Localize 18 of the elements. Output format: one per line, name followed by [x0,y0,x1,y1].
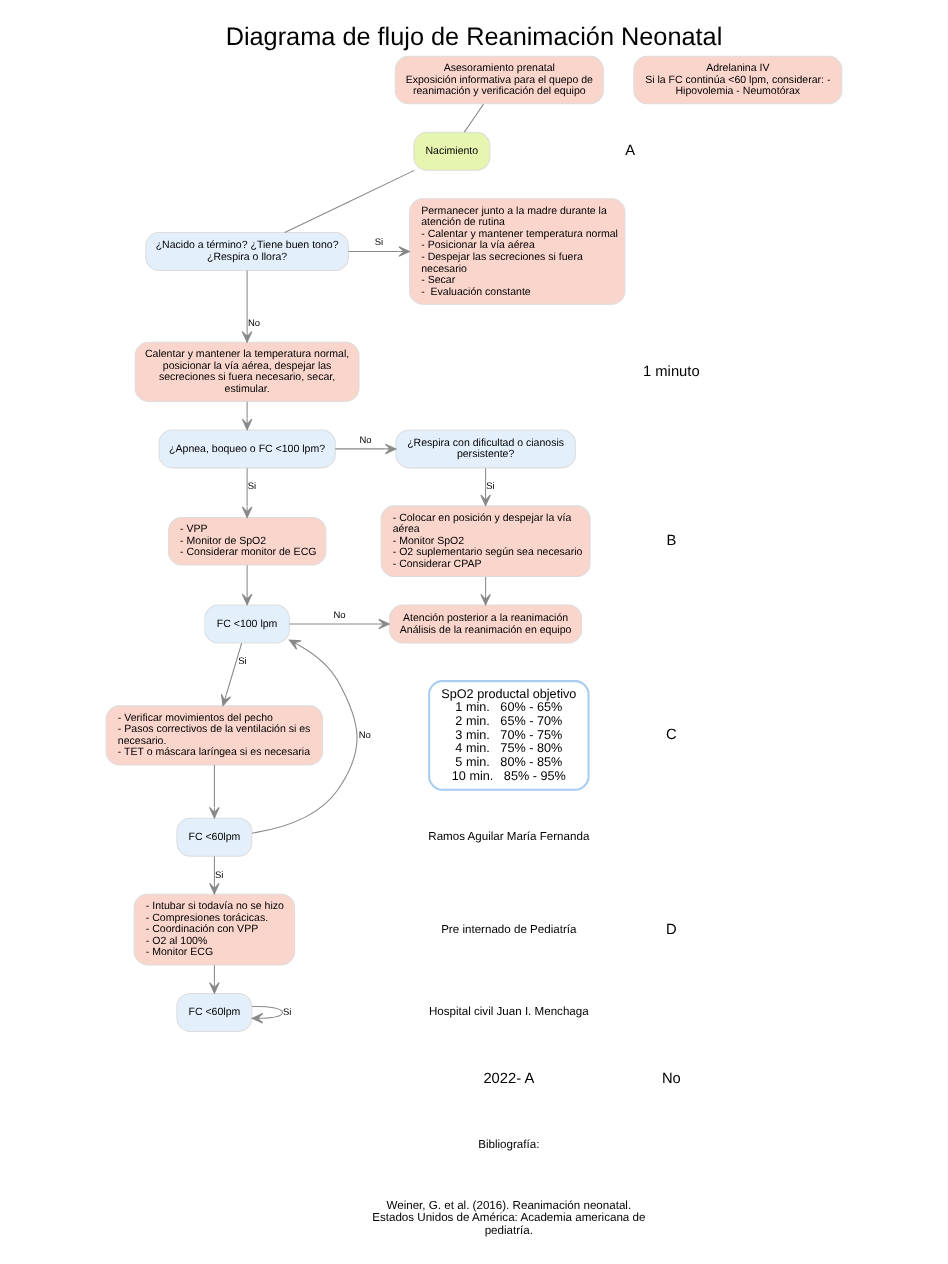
arrow [334,443,397,455]
arrow [209,764,220,819]
arrow [241,401,253,431]
arrow [241,564,253,606]
arrow [288,618,390,630]
arrow [480,576,491,606]
arrow [209,964,220,994]
arrow [241,467,253,518]
arrow [251,639,358,834]
connector [284,169,415,233]
arrow [220,642,243,707]
arrow [251,1006,283,1024]
connector [463,103,485,133]
arrow [347,246,410,257]
arrow [241,270,253,343]
arrow [209,856,220,895]
diagram-title: Diagrama de flujo de Reanimación Neonatal [225,22,723,51]
arrow [480,467,491,507]
